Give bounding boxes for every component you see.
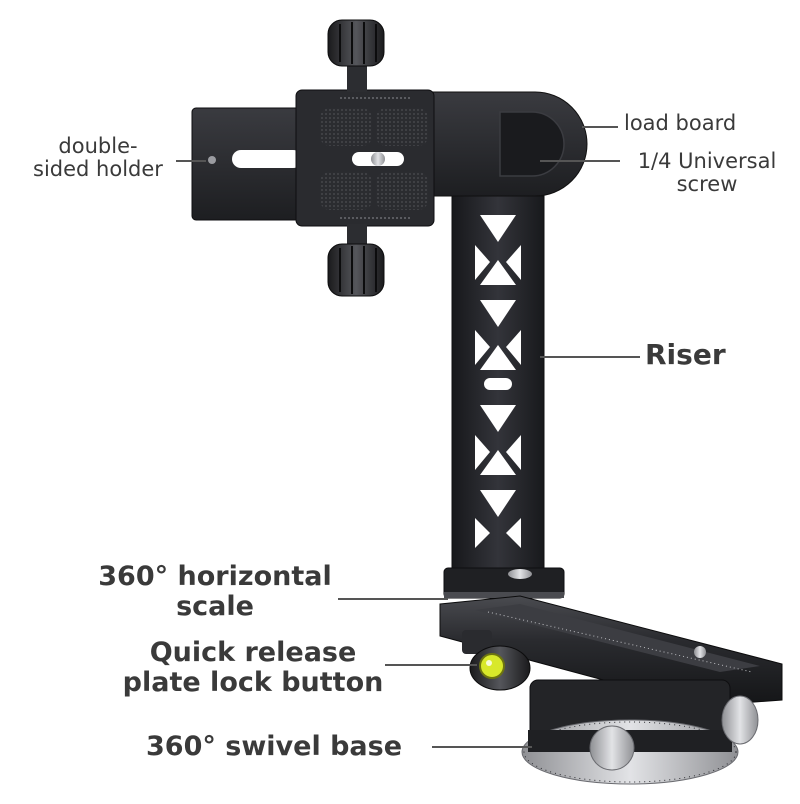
label-riser: Riser bbox=[645, 338, 726, 371]
load-board bbox=[429, 91, 588, 197]
label-swivel-base: 360° swivel base bbox=[146, 731, 403, 762]
leader-line-load-board bbox=[582, 126, 618, 128]
double-sided-holder bbox=[191, 107, 303, 221]
bottom-knob bbox=[327, 224, 385, 297]
horizontal-scale-ring bbox=[443, 567, 565, 599]
label-quick-release: Quick release plate lock button bbox=[122, 637, 384, 698]
riser bbox=[451, 195, 545, 572]
quick-release-rail bbox=[439, 595, 783, 707]
leader-line-screw bbox=[540, 160, 620, 162]
leader-line-scale bbox=[338, 598, 448, 600]
riser-cutouts bbox=[475, 215, 521, 548]
leader-line-lock bbox=[385, 664, 477, 666]
swivel-base bbox=[521, 679, 759, 785]
leader-line-holder bbox=[176, 160, 206, 162]
label-load-board: load board bbox=[624, 111, 737, 135]
plate-lock-knob bbox=[462, 630, 531, 691]
label-horizontal-scale: 360° horizontal scale bbox=[98, 561, 332, 622]
label-universal-screw: 1/4 Universal screw bbox=[637, 149, 777, 197]
top-knob bbox=[327, 19, 385, 92]
clamp-body bbox=[295, 89, 435, 227]
leader-line-riser bbox=[540, 356, 640, 358]
leader-line-base bbox=[432, 746, 532, 748]
label-double-sided-holder: double- sided holder bbox=[33, 134, 163, 182]
